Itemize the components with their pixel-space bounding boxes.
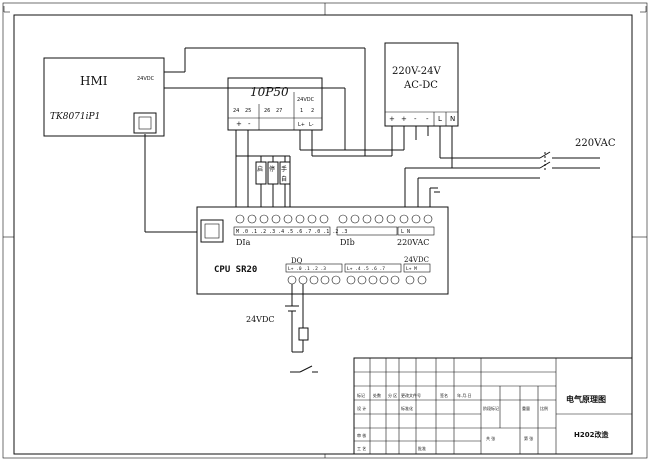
tb-r4-c5: 共 张: [486, 435, 495, 441]
dc-wiring: [144, 47, 429, 233]
ac-supply-lines: [404, 126, 600, 212]
switch-stop-label: 停: [269, 165, 275, 173]
input-switches: 启 停 手 自: [255, 156, 291, 214]
panel-term-25: 25: [245, 108, 251, 114]
title-block: 标记 处数 分 区 更改文件号 签名 年.月.日 设 计 标准化 阶段标记 重量…: [353, 357, 633, 455]
zone-ticks: [3, 3, 647, 458]
plc-input-terminals: M .0 .1 .2 .3 .4 .5 .6 .7 .0 .1 .2 .3: [236, 229, 347, 235]
tb-r2-c7: 比例: [540, 405, 548, 411]
plc-power-terminals: L N: [401, 229, 410, 235]
tb-r1-c1: 标记: [357, 392, 365, 398]
panel-sign-lplus: L+: [298, 122, 305, 128]
plc-output-group: DQ: [291, 257, 303, 265]
plc-output-terminals-c: L+ M: [406, 266, 417, 272]
inner-border: [13, 14, 633, 455]
psu-term-2: +: [401, 115, 407, 123]
hmi-port: [133, 112, 157, 134]
switch-manual-label: 手: [281, 165, 287, 173]
plc-power-label: 220VAC: [397, 238, 429, 247]
panel-10p50: 10P50 24VDC 24 25 26 27 1 2 + - L+ L-: [227, 77, 323, 131]
tb-r4-c6: 第 张: [524, 435, 533, 441]
tb-r2-c1: 设 计: [357, 405, 366, 411]
drawing-name: 电气原理图: [566, 394, 606, 404]
psu-line1: 220V-24V: [392, 66, 441, 77]
plc-group-a: DIa: [236, 238, 251, 247]
tb-r1-c5: 签名: [440, 392, 448, 398]
psu-term-4: -: [426, 115, 429, 123]
plc-output-terminals-b: L+ .4 .5 .6 .7: [347, 266, 385, 272]
hmi-block: HMI TK8071iP1 24VDC: [43, 57, 165, 137]
hmi-supply: 24VDC: [137, 76, 155, 82]
plc-port: [200, 219, 224, 243]
psu-block: 220V-24V AC-DC + + - - L N: [384, 42, 459, 127]
output-circuit: [285, 284, 318, 373]
plc-output-supply: 24VDC: [404, 256, 429, 264]
panel-sign-minus: -: [248, 120, 251, 128]
panel-term-1: 1: [300, 108, 303, 114]
panel-title: 10P50: [250, 85, 289, 99]
plc-name: CPU SR20: [214, 265, 257, 275]
ac-supply-label: 220VAC: [575, 138, 616, 149]
tb-r2-c3: 标准化: [401, 405, 413, 411]
switch-auto-label: 自: [281, 175, 287, 183]
hmi-model: TK8071iP1: [50, 112, 100, 122]
panel-sign-lminus: L-: [309, 122, 314, 128]
hmi-title: HMI: [80, 74, 108, 88]
tb-r4-c1: 工 艺: [357, 446, 366, 451]
switch-start-label: 启: [257, 165, 263, 173]
tb-r1-c3: 分 区: [388, 392, 397, 398]
psu-term-1: +: [389, 115, 395, 123]
psu-term-3: -: [414, 115, 417, 123]
panel-supply: 24VDC: [297, 97, 315, 103]
panel-term-24: 24: [233, 108, 239, 114]
psu-term-n: N: [450, 115, 455, 123]
plc-group-b: DIb: [340, 238, 355, 247]
plc-output-terminals-a: L+ .0 .1 .2 .3: [288, 266, 326, 272]
tb-r1-c6: 年.月.日: [457, 392, 472, 398]
tb-r2-c6: 重量: [522, 405, 530, 411]
coil-supply-label: 24VDC: [246, 315, 275, 324]
tb-r2-c5: 阶段标记: [483, 405, 499, 411]
psu-line2: AC-DC: [403, 80, 438, 91]
drawing-number: H202改造: [574, 430, 609, 439]
psu-term-l: L: [438, 115, 442, 123]
plc-cpu: M .0 .1 .2 .3 .4 .5 .6 .7 .0 .1 .2 .3 L …: [196, 206, 449, 295]
panel-term-27: 27: [276, 108, 282, 114]
tb-r1-c4: 更改文件号: [401, 392, 421, 398]
panel-term-2: 2: [311, 108, 314, 114]
panel-term-26: 26: [264, 108, 270, 114]
tb-r1-c2: 处数: [373, 392, 381, 398]
tb-r4-c3: 批准: [418, 445, 426, 451]
panel-sign-plus: +: [236, 120, 242, 128]
tb-r3-c1: 审 核: [357, 432, 366, 438]
